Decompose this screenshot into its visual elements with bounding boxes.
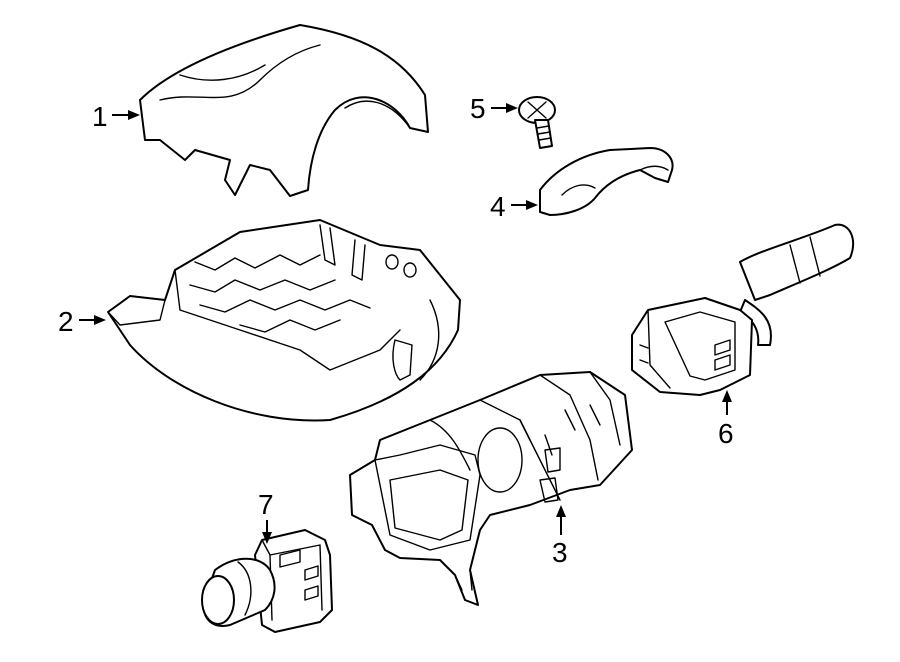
callout-7: 7 (258, 489, 274, 544)
part-4-trim (539, 147, 674, 216)
part-1-upper-shroud (139, 24, 429, 197)
part-6-wiper-switch (631, 223, 855, 396)
part-3-switch-assembly (349, 371, 633, 606)
callout-number-1: 1 (92, 101, 108, 132)
callout-number-7: 7 (258, 489, 274, 520)
callout-5: 5 (470, 93, 518, 124)
callout-6: 6 (718, 390, 734, 449)
part-5-screw (518, 96, 556, 149)
callout-number-6: 6 (718, 418, 734, 449)
callout-1: 1 (92, 101, 140, 132)
callout-number-4: 4 (490, 191, 506, 222)
callout-2: 2 (58, 306, 106, 337)
callout-number-3: 3 (552, 537, 568, 568)
part-7-turn-signal-switch (201, 529, 333, 633)
callout-number-5: 5 (470, 93, 486, 124)
callout-3: 3 (552, 505, 568, 568)
part-2-lower-shroud (107, 219, 461, 422)
callout-number-2: 2 (58, 306, 74, 337)
callout-4: 4 (490, 191, 538, 222)
